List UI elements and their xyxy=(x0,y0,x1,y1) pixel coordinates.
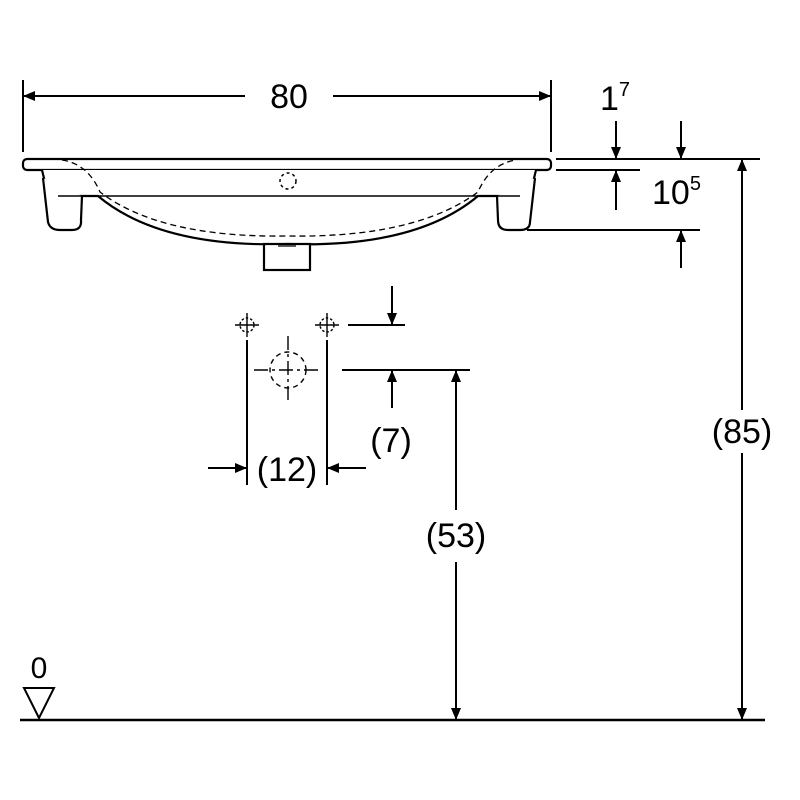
bowl-hidden-edge xyxy=(61,159,517,237)
basin-right-leg xyxy=(495,177,537,232)
waste-height-label: (53) xyxy=(426,517,486,555)
waste-offset-dimension xyxy=(342,286,470,408)
basin-left-leg xyxy=(41,177,84,232)
tap-hole-left xyxy=(235,313,259,337)
bowl-depth-main: 10 xyxy=(652,174,690,212)
bowl-depth-sup: 5 xyxy=(690,173,701,195)
width-dimension xyxy=(22,80,552,152)
tap-spacing-label: (12) xyxy=(257,451,317,489)
basin-body xyxy=(40,169,538,246)
tap-spacing-dimension xyxy=(208,340,366,485)
rim-thickness-dimension xyxy=(556,121,760,210)
basin-rim-slab xyxy=(21,157,553,172)
floor-level-label: 0 xyxy=(31,652,48,685)
rim-thickness-sup: 7 xyxy=(619,79,630,101)
bowl-depth-dimension xyxy=(527,121,700,268)
rim-thickness-label: 17 xyxy=(600,79,630,118)
tap-hole-right xyxy=(315,313,339,337)
overflow-hole xyxy=(279,172,297,190)
floor-level-triangle-icon xyxy=(22,687,56,721)
rim-thickness-main: 1 xyxy=(600,80,619,118)
washbasin-outline xyxy=(21,157,553,272)
bowl-depth-label: 105 xyxy=(652,173,701,212)
total-height-label: (85) xyxy=(712,413,772,451)
tap-hole-markers xyxy=(235,313,339,404)
waste-centre-marker xyxy=(254,336,322,404)
width-label: 80 xyxy=(270,78,308,116)
drain-outlet xyxy=(262,242,312,272)
waste-offset-label: (7) xyxy=(370,422,412,460)
